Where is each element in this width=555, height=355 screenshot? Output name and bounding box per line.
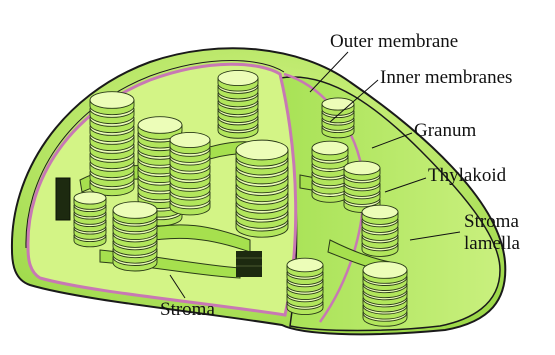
granum-stack — [218, 70, 258, 138]
granum-stack — [287, 258, 323, 314]
granum-stack — [344, 161, 380, 212]
label-stroma: Stroma — [160, 300, 215, 320]
granum-stack — [362, 205, 398, 256]
thylakoid-dark-center — [236, 251, 262, 277]
label-inner-membranes: Inner membranes — [380, 68, 512, 88]
granum-stack — [90, 92, 134, 196]
granum-stack — [74, 192, 106, 247]
label-granum: Granum — [414, 121, 476, 141]
label-thylakoid: Thylakoid — [428, 166, 506, 186]
granum-stack — [363, 262, 407, 327]
granum-stack — [113, 202, 157, 271]
granum-stack — [170, 132, 210, 215]
granum-stack — [236, 140, 288, 237]
granum-stack — [322, 98, 354, 138]
label-stroma-lamella-line1: Stroma — [464, 212, 519, 232]
granum-stack — [312, 141, 348, 202]
label-stroma-lamella-line2: lamella — [464, 234, 520, 254]
label-outer-membrane: Outer membrane — [330, 32, 458, 52]
thylakoid-dark-left — [56, 178, 70, 220]
